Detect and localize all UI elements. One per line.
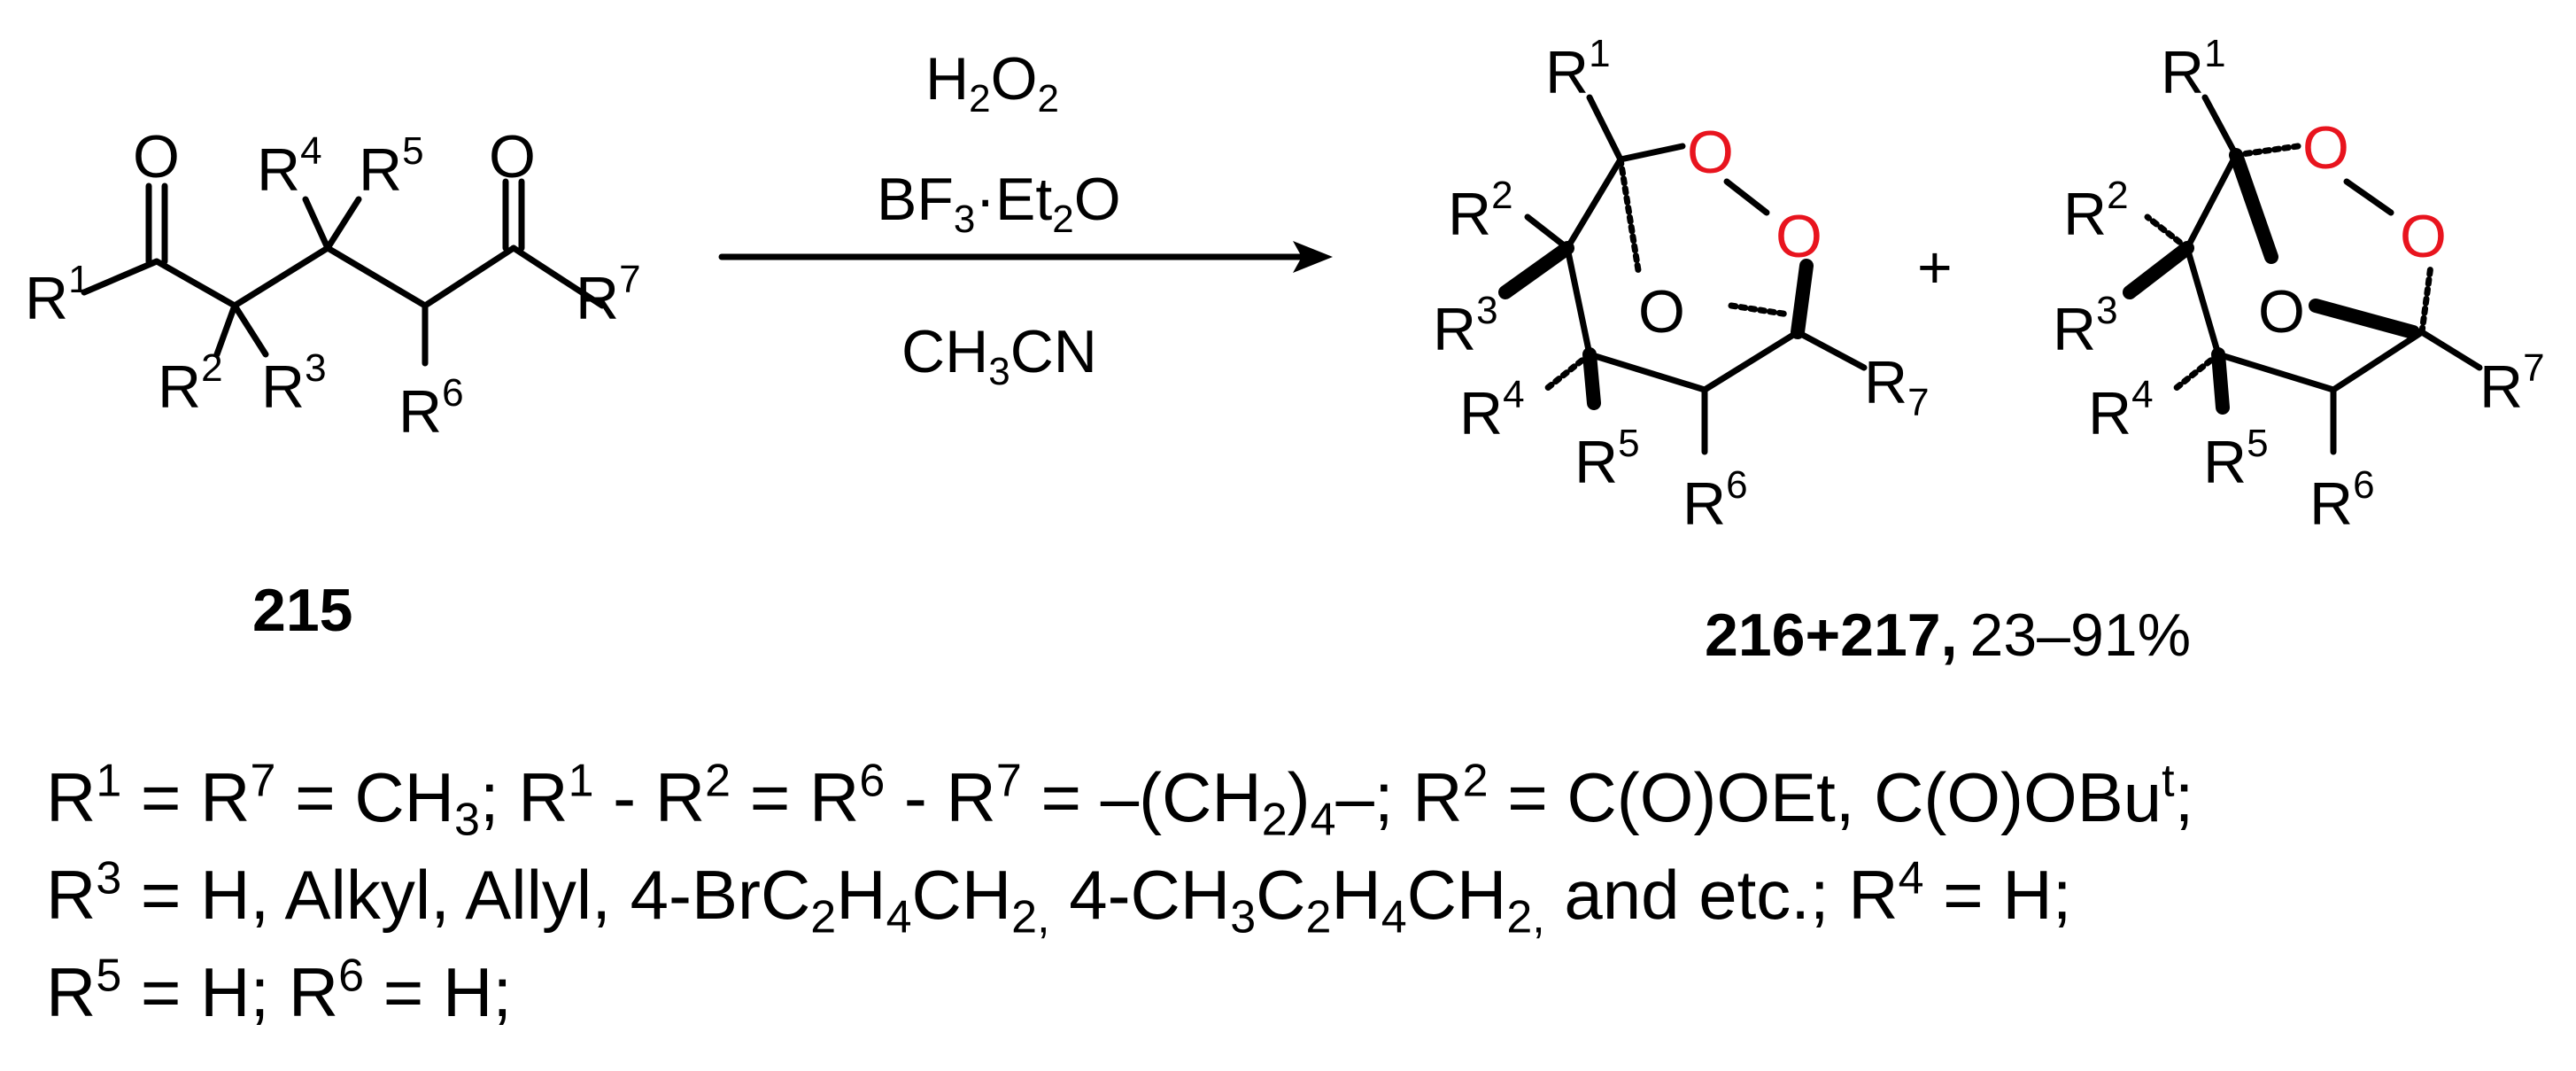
r6-label: R6	[1683, 463, 1748, 538]
r5-label: R5	[359, 129, 424, 204]
product-217: O O O R1 R2 R3 R4 R5 R6 R7	[2053, 32, 2545, 538]
r1-label: R1	[25, 258, 90, 332]
r4-label: R4	[257, 129, 322, 204]
oxygen-atom: O	[133, 123, 180, 190]
products-yield-label: 216+217,23–91%	[1705, 601, 2191, 669]
r6-label: R6	[2309, 463, 2375, 538]
solvent-acetonitrile: CH3CN	[901, 318, 1097, 393]
r3-label: R3	[1433, 289, 1498, 363]
reagent-h2o2: H2O2	[925, 45, 1059, 120]
reagent-bf3-etherate: BF3·Et2O	[877, 166, 1121, 241]
r4-label: R4	[1459, 373, 1525, 447]
r1-label: R1	[1545, 32, 1611, 106]
r7-label: R7	[576, 258, 641, 332]
oxygen-atom: O	[2302, 114, 2349, 182]
plus-sign: +	[1917, 234, 1953, 301]
r7-label: R7	[2479, 346, 2545, 421]
footnote-line-1: R1 = R7 = CH3; R1 - R2 = R6 - R7 = –(CH2…	[46, 755, 2194, 846]
r2-label: R2	[1448, 174, 1513, 248]
oxygen-atom: O	[489, 123, 536, 190]
r3-label: R3	[261, 346, 327, 421]
starting-material-215: O O R1 R2 R3 R4 R5 R6 R7	[25, 123, 641, 446]
r5-label: R5	[2203, 422, 2269, 496]
oxygen-atom: O	[2400, 203, 2447, 270]
oxygen-atom: O	[1775, 203, 1822, 270]
footnote-line-2: R3 = H, Alkyl, Allyl, 4-BrC2H4CH2, 4-CH3…	[46, 852, 2072, 943]
r5-label: R5	[1574, 422, 1640, 496]
substituent-definitions: R1 = R7 = CH3; R1 - R2 = R6 - R7 = –(CH2…	[46, 749, 2561, 1041]
reaction-scheme: O O R1 R2 R3 R4 R5 R6 R7 215 H2O2 BF3·Et…	[25, 32, 2545, 669]
r6-label: R6	[398, 371, 464, 446]
r3-label: R3	[2053, 289, 2118, 363]
r2-label: R2	[158, 346, 223, 421]
compound-215-label: 215	[252, 577, 352, 644]
r2-label: R2	[2063, 174, 2129, 248]
oxygen-atom: O	[1687, 119, 1734, 186]
reaction-arrow	[718, 241, 1333, 273]
footnote-line-3: R5 = H; R6 = H;	[46, 950, 512, 1031]
r1-label: R1	[2161, 32, 2226, 106]
r4-label: R4	[2088, 373, 2154, 447]
r7-label: R7	[1864, 349, 1930, 424]
oxygen-atom: O	[1638, 278, 1685, 345]
product-216: O O O R1 R2 R3 R4 R5 R6 R7	[1433, 32, 1930, 538]
oxygen-atom: O	[2258, 278, 2305, 345]
